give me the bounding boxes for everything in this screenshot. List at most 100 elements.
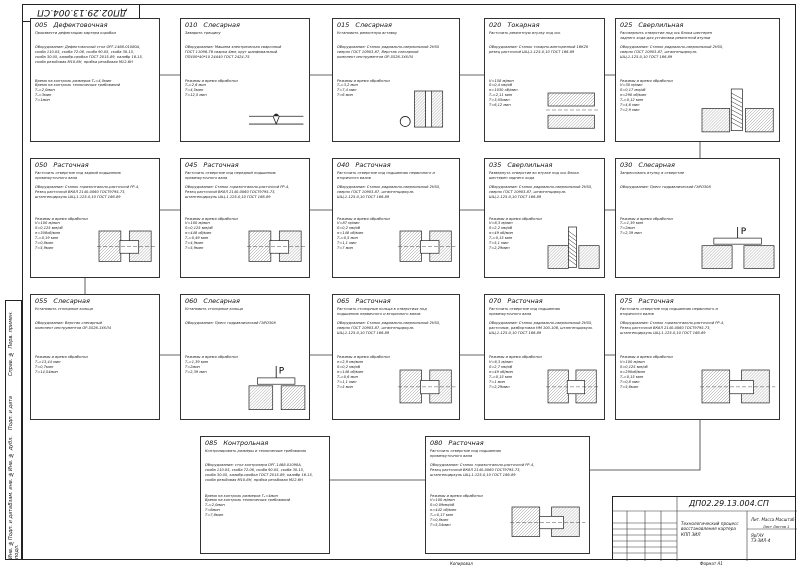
operation-equipment: Оборудование: Станок радиально-сверлильн… xyxy=(620,45,724,59)
operation-name: Расточная xyxy=(203,161,239,169)
operation-description: Установить стопорные кольца xyxy=(185,307,243,311)
operation-description: Расточить отверстие под подшипник промеж… xyxy=(430,449,502,458)
operation-name: Слесарная xyxy=(638,161,675,169)
operation-sketch xyxy=(509,507,585,538)
operation-name: Слесарная xyxy=(203,21,240,29)
operation-sketch: P xyxy=(248,366,305,411)
operation-number: 050 xyxy=(35,161,48,169)
operation-number: 055 xyxy=(35,297,48,305)
operation-equipment: Оборудование: Станок радиально-сверлильн… xyxy=(337,321,441,335)
operation-name: Расточная xyxy=(507,297,543,305)
operation-sketch xyxy=(545,92,600,129)
operation-sketch xyxy=(547,226,600,269)
title-block-sheets: Лист Листов 1 xyxy=(763,525,790,529)
operation-regimes: Режимы и время обработки V=100 м/мин S=0… xyxy=(35,216,88,250)
operation-name: Дефектовочная xyxy=(53,21,108,29)
operation-sketch xyxy=(545,369,600,404)
operation-regimes: Режимы и время обработки V=100 м/мин S=0… xyxy=(620,355,673,389)
operation-name: Слесарная xyxy=(53,297,90,305)
operation-number: 075 xyxy=(620,297,633,305)
operation-description: Расточить отверстие под подшипник первич… xyxy=(620,307,718,316)
operation-equipment: Оборудование: Станок горизонтально-расто… xyxy=(430,463,535,477)
side-label: Перв. примен. xyxy=(8,311,14,349)
operation-name: Сверлильная xyxy=(638,21,684,29)
operation-sketch xyxy=(699,369,775,404)
operation-sketch xyxy=(248,113,303,126)
side-label: Инв. № дубл. xyxy=(8,436,14,472)
svg-text:P: P xyxy=(741,227,747,237)
side-label: Инв. № подл. xyxy=(8,539,20,559)
side-label: Справ. № xyxy=(8,351,14,377)
operation-regimes: Режимы и время обработки V=6,3 м/мин S=2… xyxy=(489,216,542,250)
operation-description: Расточить отверстие под задний подшипник… xyxy=(35,171,121,180)
operation-equipment: Оборудование: Станок радиально-сверлильн… xyxy=(337,45,440,59)
operation-equipment: Оборудование: Верстак слесарный комплект… xyxy=(35,321,111,330)
operation-title: 055 Слесарная xyxy=(35,297,90,305)
operation-number: 060 xyxy=(185,297,198,305)
operation-description: Расточить ремонтную втулку под ось xyxy=(489,31,561,35)
operation-number: 010 xyxy=(185,21,198,29)
title-block-name: Технологический процесс восстановления к… xyxy=(681,521,739,537)
operation-regimes: Режимы и время обработки V=30 м/мин S=0,… xyxy=(620,78,673,112)
operation-number: 065 xyxy=(337,297,350,305)
drawing-frame xyxy=(22,4,796,560)
operation-equipment: Оборудование: Станок радиально-сверлильн… xyxy=(489,185,593,199)
operation-number: 070 xyxy=(489,297,502,305)
operation-name: Слесарная xyxy=(203,297,240,305)
operation-description: Установить стопорные кольца xyxy=(35,307,93,311)
operation-description: Установить ремонтную вставку xyxy=(337,31,398,35)
operation-description: Запрессовать втулку в отверстие xyxy=(620,171,685,175)
footer-format: Формат А1 xyxy=(700,561,723,566)
operation-name: Расточная xyxy=(53,161,89,169)
operation-regimes: Режимы и время обработки Тₒ=3,2 мин Т=7,… xyxy=(337,78,390,98)
operation-sketch xyxy=(397,230,455,262)
operation-description: Заварить трещину xyxy=(185,31,221,35)
operation-description: Расточить отверстие под передний подшипн… xyxy=(185,171,276,180)
footer-copied: Копировал xyxy=(450,561,473,566)
operation-name: Контрольная xyxy=(223,439,269,447)
operation-regimes: Режимы и время обработки V=6,3 м/мин S=2… xyxy=(489,355,542,389)
top-stamp-code: ДП02.29.13.004.СП xyxy=(37,7,127,17)
operation-name: Токарная xyxy=(507,21,540,29)
title-block-grid xyxy=(613,497,797,561)
operation-sketch xyxy=(246,230,305,262)
operation-description: Расточить стопорные кольца в отверстиях … xyxy=(337,307,427,316)
operation-title: 060 Слесарная xyxy=(185,297,240,305)
operation-regimes: Режимы и время обработки V=87 м/мин S=0,… xyxy=(337,216,390,250)
operation-number: 080 xyxy=(430,439,443,447)
operation-regimes: Режимы и время обработки Тₒ=1,39 мин Т=2… xyxy=(620,216,673,236)
left-margin-strip: Перв. примен. Справ. № Подп. и дата Инв.… xyxy=(5,300,22,560)
title-block-code: ДП02.29.13.004.СП xyxy=(689,499,769,508)
operation-regimes: Режимы и время обработки Тₒ=2,6 мин Т=4,… xyxy=(185,78,238,98)
operation-regimes: Режимы и время обработки Тₒ=1,39 мин Т=2… xyxy=(185,355,238,374)
operation-title: 050 Расточная xyxy=(35,161,89,169)
operation-number: 005 xyxy=(35,21,48,29)
operation-name: Расточная xyxy=(355,161,391,169)
operation-equipment: Оборудование: Пресс гидравлический ГАРО3… xyxy=(185,321,276,325)
operation-description: Рассверлить отверстие под ось блока шест… xyxy=(620,31,713,40)
operation-name: Слесарная xyxy=(355,21,392,29)
operation-number: 085 xyxy=(205,439,218,447)
operation-equipment: Оборудование: стол контролера ОРГ-1468-0… xyxy=(205,463,313,482)
operation-regimes: Время на контроль размеров Тₒ=4мин Время… xyxy=(205,493,291,517)
